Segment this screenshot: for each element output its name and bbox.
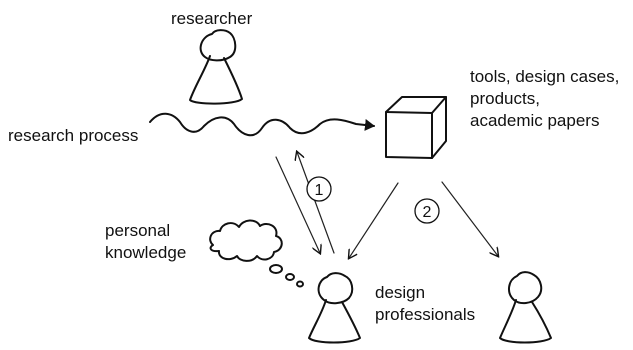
researcher-figure	[189, 29, 243, 105]
design-professionals-line-1: design	[375, 283, 426, 302]
design-professional-figure	[308, 272, 361, 344]
outputs-label: tools, design cases, products, academic …	[470, 66, 619, 132]
personal-knowledge-line-2: knowledge	[105, 243, 187, 262]
user-figure	[499, 271, 552, 344]
thought-cloud	[209, 219, 304, 288]
arrow-to-professionals	[349, 182, 399, 258]
step-2-label: 2	[423, 204, 432, 221]
arrow-up-1	[297, 152, 335, 254]
step-1-label: 1	[315, 182, 324, 199]
arrow-to-user	[441, 181, 498, 256]
design-professionals-label: design professionals	[375, 282, 475, 326]
personal-knowledge-line-1: personal	[105, 221, 171, 240]
outputs-line-3: academic papers	[470, 111, 600, 130]
research-process-arrow	[149, 112, 375, 137]
researcher-label: researcher	[171, 9, 253, 28]
design-professionals-line-2: professionals	[375, 305, 476, 324]
arrow-down-1	[275, 156, 320, 253]
personal-knowledge-label: personal knowledge	[105, 220, 186, 264]
outputs-line-2: products,	[470, 89, 540, 108]
artifact-cube	[385, 96, 447, 159]
outputs-line-1: tools, design cases,	[470, 67, 620, 86]
step-1-marker: 1	[306, 176, 332, 202]
research-process-label: research process	[8, 126, 139, 145]
step-2-marker: 2	[414, 198, 440, 224]
